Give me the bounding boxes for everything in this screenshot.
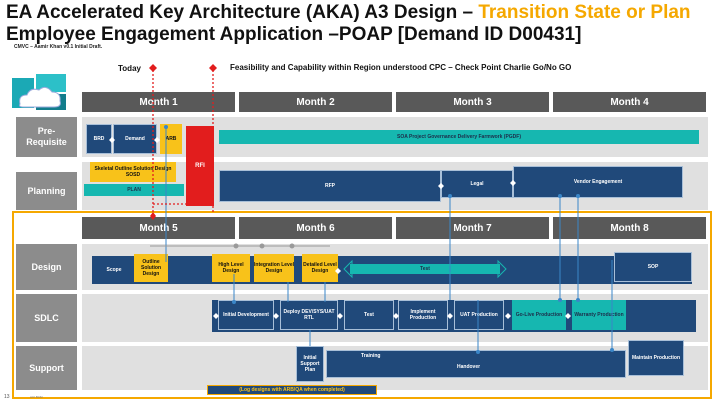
cloud-logo-icon (12, 74, 68, 112)
milestone-diamond-icon (213, 313, 219, 319)
milestone-diamond-icon (154, 137, 160, 143)
sop-box: SOP (614, 252, 692, 282)
design-test-bar: Test (350, 264, 500, 274)
outline-solution-design-box: Outline Solution Design (134, 254, 168, 282)
node-dot (610, 348, 614, 352)
today-diamond-icon (149, 64, 157, 72)
row-label-support: Support (29, 362, 64, 373)
milestone-diamond-icon (565, 313, 571, 319)
initial-development-box: Initial Development (218, 300, 274, 330)
training-label: Training (361, 353, 381, 359)
page-number: 13 (4, 394, 10, 400)
month-7-header: Month 7 (396, 217, 549, 239)
milestone-diamond-icon (510, 180, 516, 186)
month-8-header: Month 8 (553, 217, 706, 239)
milestone-diamond-icon (447, 313, 453, 319)
node-dot (558, 194, 562, 198)
page-title: EA Accelerated Key Architecture (AKA) A3… (6, 2, 691, 46)
row-label-planning: Planning (27, 185, 66, 196)
skeletal-outline-box: Skeletal Outline Solution Design SOSD (90, 162, 176, 182)
vendor-engagement-bar: Vendor Engagement (513, 166, 683, 198)
go-live-production-box: Go-Live Production (512, 300, 566, 330)
support-track: Training Handover (326, 350, 626, 378)
node-dot (476, 350, 480, 354)
node-dot (558, 298, 562, 302)
feasibility-label: Feasibility and Capability within Region… (230, 63, 572, 72)
footer-mark: ACI BCM (30, 395, 43, 399)
maintain-production-box: Maintain Production (628, 340, 684, 376)
node-dot (232, 300, 236, 304)
phase-two-frame (12, 211, 712, 399)
subtitle: CMVC – Aamir Khan v0.1 Initial Draft. (14, 44, 103, 50)
row-header-prereq: Pre- Requisite (16, 117, 77, 157)
node-dot (259, 243, 265, 249)
detailed-level-design-box: Detailed Level Design (302, 254, 338, 282)
initial-support-plan-box: Initial Support Plan (296, 346, 324, 382)
integration-level-design-box: Integration Level Design (254, 254, 294, 282)
month-6-header: Month 6 (239, 217, 392, 239)
milestone-diamond-icon (438, 183, 444, 189)
month-2-header: Month 2 (239, 92, 392, 112)
today-label: Today (118, 64, 141, 73)
month-1-header: Month 1 (82, 92, 235, 112)
milestone-diamond-icon (337, 313, 343, 319)
warranty-production-box: Warranty Production (572, 300, 626, 330)
node-dot (289, 243, 295, 249)
legal-bar: Legal (441, 170, 513, 198)
deploy-box: Deploy DEV/SYS/UAT RTL (280, 300, 338, 330)
milestone-diamond-icon (505, 313, 511, 319)
month-3-header: Month 3 (396, 92, 549, 112)
title-line2: Employee Engagement Application –POAP [D… (6, 24, 582, 45)
month-5-header: Month 5 (82, 217, 235, 239)
node-dot (448, 194, 452, 198)
node-dot (576, 194, 580, 198)
row-header-design: Design (16, 244, 77, 290)
plan-bar: PLAN (84, 184, 184, 196)
test-double-arrow-icon (343, 259, 507, 279)
row-label-design: Design (31, 261, 62, 272)
node-dot (576, 298, 580, 302)
node-dot (164, 125, 168, 129)
pgdf-bar: SOA Project Governance Delivery Farmwork… (219, 130, 699, 144)
row-label-prereq: Pre- Requisite (26, 126, 67, 147)
milestone-diamond-icon (335, 268, 341, 274)
row-header-sdlc: SDLC (16, 294, 77, 342)
high-level-design-box: High Level Design (212, 254, 250, 282)
feasibility-diamond-icon (209, 64, 217, 72)
uat-production-box: UAT Production (454, 300, 504, 330)
node-dot (233, 243, 239, 249)
milestone-diamond-icon (109, 137, 115, 143)
sdlc-test-box: Test (344, 300, 394, 330)
rfi-box: RFI (186, 126, 214, 206)
row-label-sdlc: SDLC (34, 312, 59, 323)
brd-box: BRD (86, 124, 112, 154)
arb-qa-note: (Log designs with ARB/QA when completed) (207, 385, 377, 395)
title-line1-main: EA Accelerated Key Architecture (AKA) A3… (6, 2, 479, 23)
scope-label: Scope (96, 258, 132, 282)
milestone-diamond-icon (273, 313, 279, 319)
row-header-support: Support (16, 346, 77, 390)
title-line1-highlight: Transition State or Plan (478, 2, 691, 23)
today-end-diamond-icon (150, 212, 156, 220)
implement-production-box: Implement Production (398, 300, 448, 330)
handover-label: Handover (457, 364, 481, 370)
row-header-planning: Planning (16, 172, 77, 210)
milestone-diamond-icon (393, 313, 399, 319)
month-4-header: Month 4 (553, 92, 706, 112)
